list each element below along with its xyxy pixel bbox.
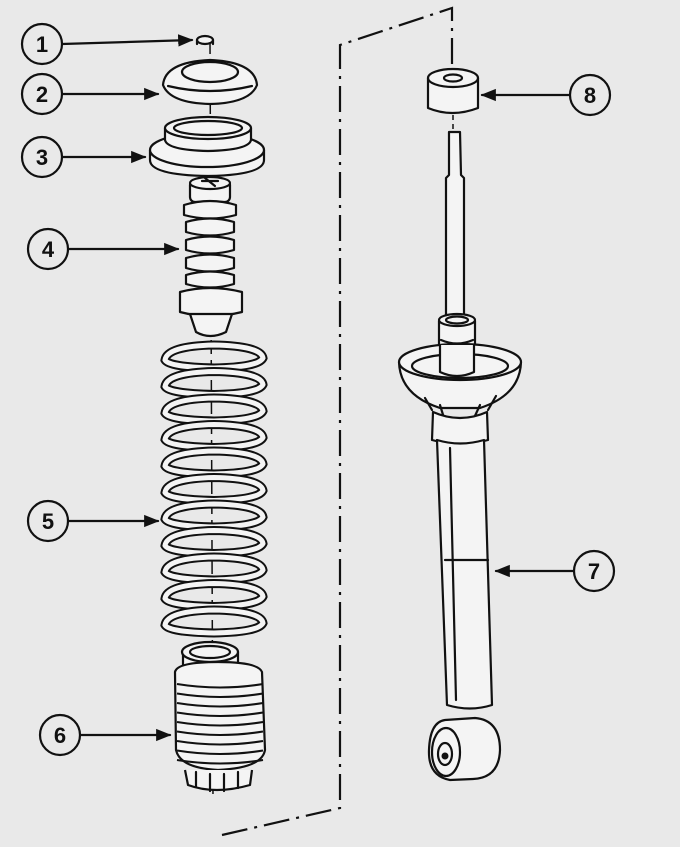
spring-turn-fill bbox=[162, 554, 266, 583]
callout-5: 5 bbox=[26, 499, 160, 543]
assembly-line bbox=[221, 6, 454, 837]
spring-turn-fill bbox=[162, 395, 266, 424]
boot-rib bbox=[176, 759, 264, 765]
spring-turn-fill bbox=[162, 501, 266, 530]
callout-number: 6 bbox=[54, 723, 66, 748]
spring-turn-fill bbox=[162, 448, 266, 477]
part-coil-spring bbox=[160, 340, 268, 638]
part-shock-absorber bbox=[397, 130, 523, 782]
part-dust-boot bbox=[173, 640, 267, 793]
callout-number: 2 bbox=[36, 82, 48, 107]
spring-turn-fill bbox=[162, 607, 266, 636]
boot-rib bbox=[176, 692, 264, 698]
callout-3: 3 bbox=[20, 135, 147, 179]
callout-number: 4 bbox=[42, 237, 55, 262]
callout-7: 7 bbox=[494, 549, 616, 593]
callout-8: 8 bbox=[480, 73, 612, 117]
callout-6: 6 bbox=[38, 713, 172, 757]
part-spring-seat-upper bbox=[148, 115, 266, 178]
callout-number: 1 bbox=[36, 32, 48, 57]
boot-rib bbox=[176, 721, 264, 727]
spring-turn-fill bbox=[162, 474, 266, 504]
boot-rib bbox=[176, 740, 264, 746]
callout-number: 7 bbox=[588, 559, 600, 584]
spring-turn-fill bbox=[162, 368, 266, 398]
boot-rib bbox=[176, 711, 264, 717]
boot-rib bbox=[176, 749, 264, 755]
spring-turn-fill bbox=[162, 421, 266, 451]
part-top-mount bbox=[161, 58, 259, 106]
boot-rib bbox=[176, 683, 264, 689]
boot-rib bbox=[176, 702, 264, 708]
callout-1: 1 bbox=[20, 22, 194, 66]
callout-number: 3 bbox=[36, 145, 48, 170]
part-bushing bbox=[426, 67, 480, 132]
callout-2: 2 bbox=[20, 72, 160, 116]
callout-number: 5 bbox=[42, 509, 54, 534]
part-nut bbox=[195, 34, 215, 46]
boot-rib bbox=[176, 730, 264, 736]
part-bump-stop bbox=[178, 175, 244, 338]
callout-number: 8 bbox=[584, 83, 596, 108]
spring-turn-fill bbox=[162, 527, 266, 557]
spring-turn-fill bbox=[162, 342, 266, 371]
spring-turn-fill bbox=[162, 580, 266, 610]
callout-4: 4 bbox=[26, 227, 180, 271]
